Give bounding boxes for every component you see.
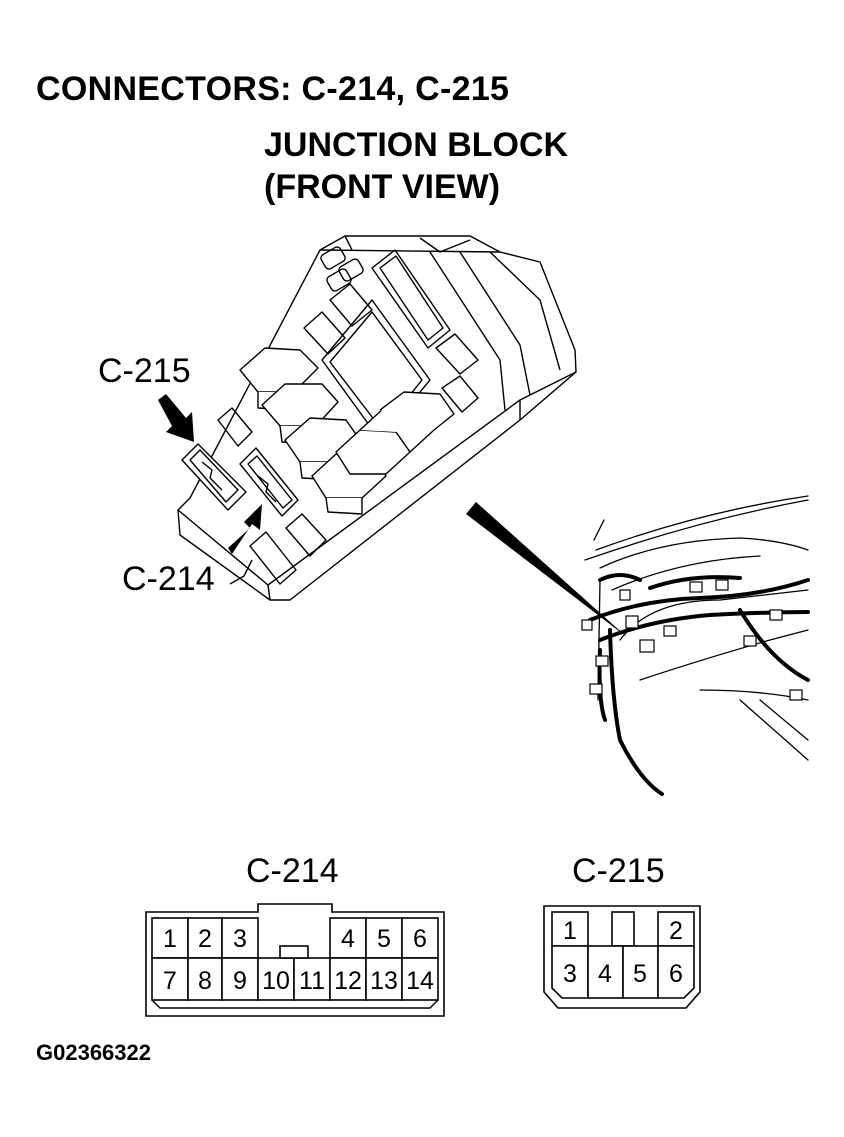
c214-pin: 1 (163, 925, 177, 953)
c214-connector-label: C-214 (246, 852, 339, 890)
view-heading: (FRONT VIEW) (264, 168, 501, 206)
page-title: CONNECTORS: C-214, C-215 (36, 70, 510, 108)
c214-pin: 4 (341, 925, 355, 953)
c215-pin: 4 (598, 960, 612, 988)
c214-leader-line (229, 559, 253, 585)
c214-pin: 10 (262, 967, 290, 995)
harness-connectors (581, 579, 803, 701)
c215-arrow (158, 394, 194, 442)
junction-block-heading: JUNCTION BLOCK (264, 126, 569, 164)
c215-connector-face: 1 2 3 4 5 6 (543, 905, 701, 1009)
c214-pin: 14 (406, 967, 434, 995)
harness-wires (588, 573, 810, 796)
c214-arrow (228, 504, 262, 554)
c214-pin: 11 (299, 967, 325, 995)
c215-pin: 2 (669, 917, 683, 945)
c214-callout-label: C-214 (122, 560, 215, 598)
c214-pin: 7 (163, 967, 177, 995)
c214-pin: 8 (198, 967, 212, 995)
c215-pin: 3 (563, 960, 577, 988)
junction-block-illustration (177, 235, 577, 601)
c214-connector-face: 1 2 3 4 5 6 7 8 9 10 11 12 13 14 (145, 903, 445, 1017)
c214-pin: 6 (413, 925, 427, 953)
c214-pin: 5 (377, 925, 391, 953)
dashboard-illustration (584, 495, 809, 761)
c215-pin: 5 (633, 960, 647, 988)
c215-callout-label: C-215 (98, 352, 191, 390)
figure-code: G02366322 (36, 1040, 151, 1065)
c214-pin: 13 (370, 967, 398, 995)
location-pointer (466, 502, 628, 638)
c215-pin: 6 (669, 960, 683, 988)
c214-pin: 9 (233, 967, 247, 995)
c214-pin: 12 (334, 967, 362, 995)
c215-connector-label: C-215 (572, 852, 665, 890)
c214-pin: 2 (198, 925, 212, 953)
c214-pin: 3 (233, 925, 247, 953)
c215-pin: 1 (563, 917, 577, 945)
